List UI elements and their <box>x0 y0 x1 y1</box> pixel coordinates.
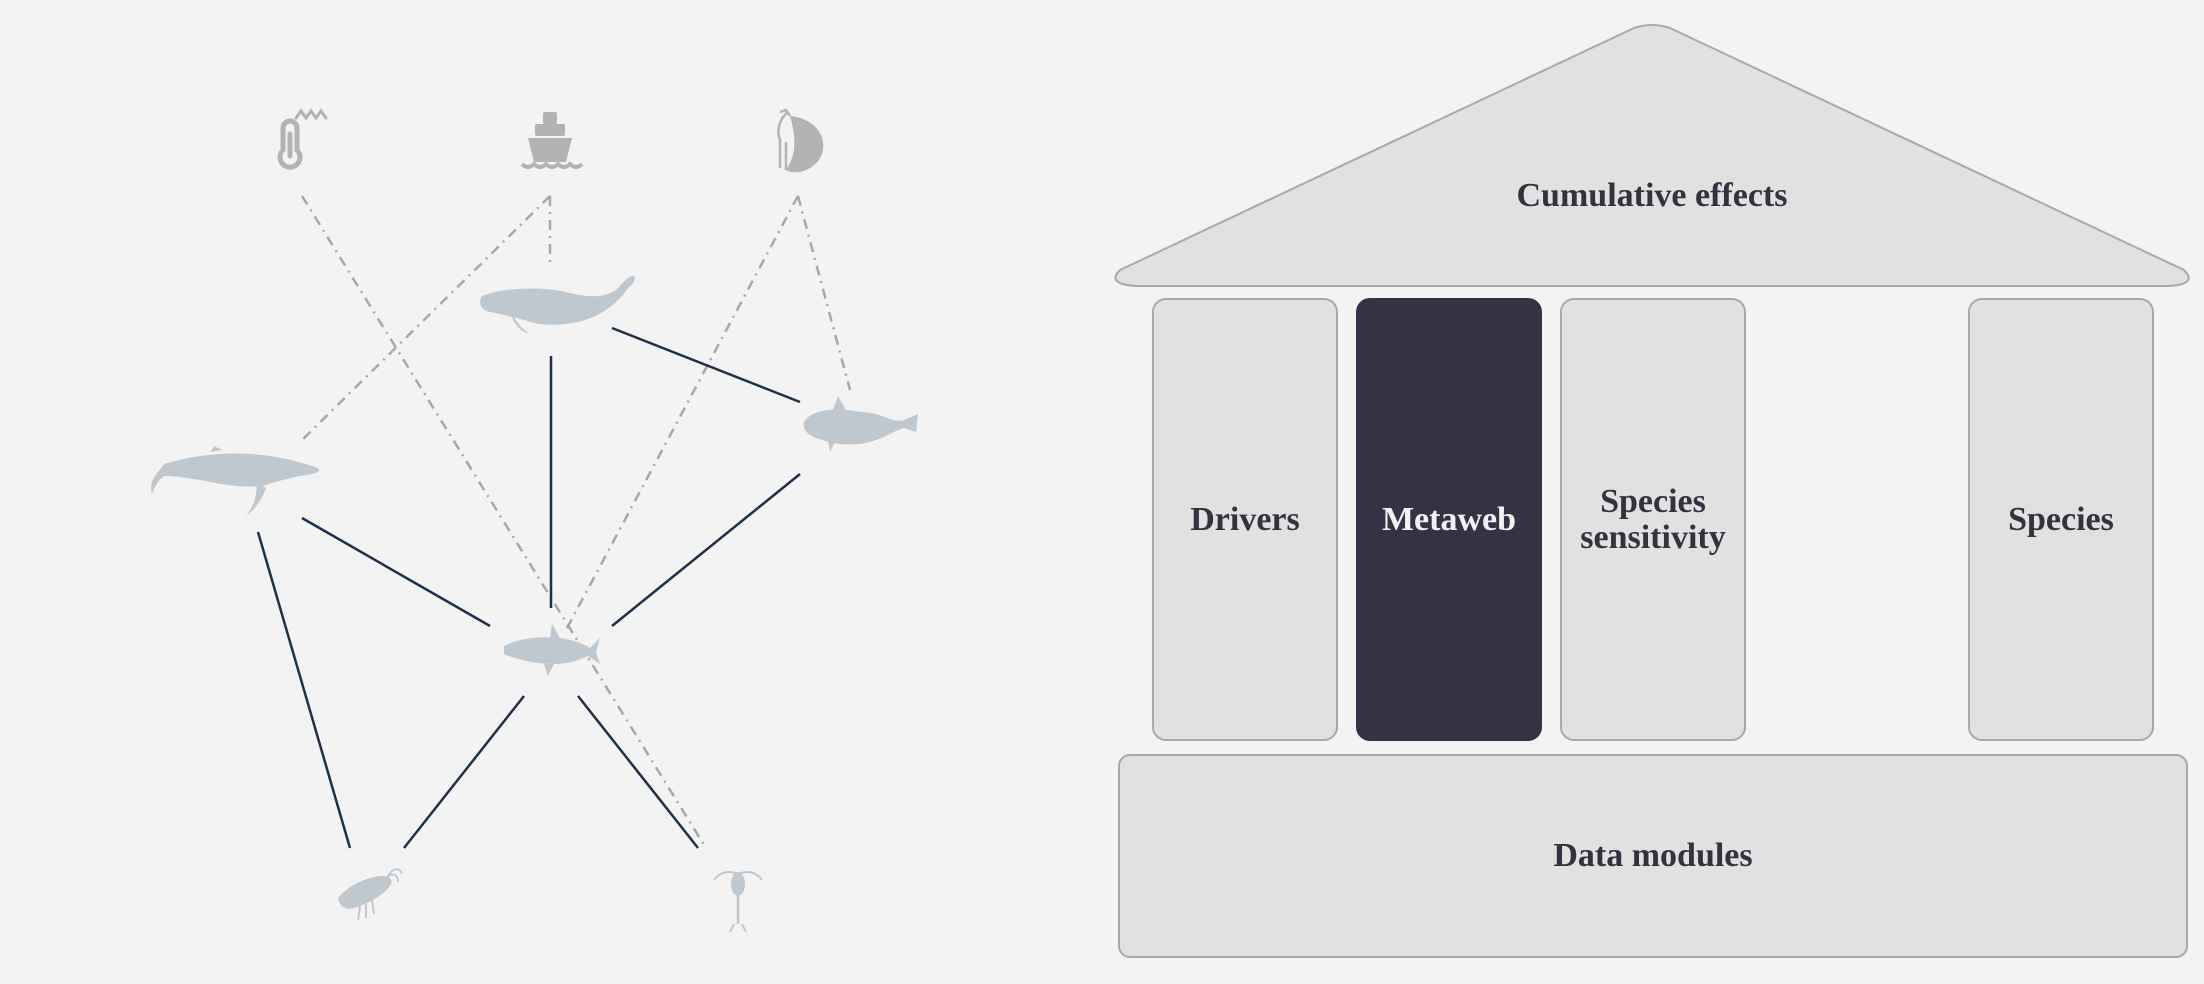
whale-icon <box>151 446 320 516</box>
pillar-label-species: Species <box>2008 500 2114 538</box>
thermometer-icon <box>277 108 328 170</box>
driver-link-shipping-right-whale <box>299 195 551 443</box>
trophic-links <box>256 326 801 849</box>
roof-label: Cumulative effects <box>1516 177 1788 214</box>
temple-base: Data modules <box>1118 754 2188 958</box>
pillar-species: Species <box>1968 298 2154 741</box>
pillar-label-drivers: Drivers <box>1190 500 1300 538</box>
ship-icon <box>520 112 584 169</box>
driver-link-temperature-copepod <box>300 195 708 849</box>
driver-link-fishing-capelin <box>564 195 800 631</box>
trophic-link-cod-capelin <box>611 473 801 627</box>
pillar-label-species-sensitivity: Species sensitivity <box>1580 482 1726 556</box>
capelin-icon <box>504 624 600 676</box>
driver-link-fishing-cod <box>796 195 852 391</box>
trophic-link-whale-krill <box>256 531 352 849</box>
driver-links <box>299 195 852 849</box>
cod-icon <box>803 396 918 452</box>
krill-icon <box>338 868 403 921</box>
pillar-drivers: Drivers <box>1152 298 1338 741</box>
trophic-link-whale-capelin <box>301 516 491 628</box>
pillar-label-metaweb: Metaweb <box>1381 500 1517 538</box>
trophic-link-capelin-krill <box>403 695 525 849</box>
trophic-link-beluga-cod <box>611 326 801 404</box>
pillar-metaweb: Metaweb <box>1356 298 1542 741</box>
copepod-icon <box>713 871 763 933</box>
base-label: Data modules <box>1553 837 1753 874</box>
beluga-icon <box>480 276 635 334</box>
fishing-icon <box>777 108 824 173</box>
trophic-link-capelin-copepod <box>577 695 699 849</box>
temple-roof <box>1114 24 2190 287</box>
pillar-species-sensitivity: Species sensitivity <box>1560 298 1746 741</box>
